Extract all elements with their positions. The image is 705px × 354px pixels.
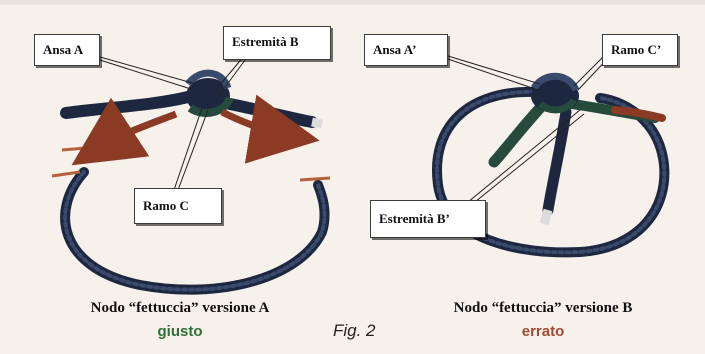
label-ramo-c-prime: Ramo C’ bbox=[602, 34, 678, 66]
left-arrow bbox=[95, 114, 176, 150]
caption-left-title: Nodo “fettuccia” versione A bbox=[40, 300, 320, 317]
caption-left-verdict: giusto bbox=[40, 323, 320, 340]
label-ansa-a: Ansa A bbox=[34, 34, 100, 66]
label-ansa-a-prime: Ansa A’ bbox=[364, 34, 448, 66]
figure-number: Fig. 2 bbox=[333, 321, 376, 341]
label-estremita-b-prime: Estremità B’ bbox=[370, 200, 486, 238]
left-tail-rope bbox=[66, 97, 188, 113]
label-estremita-b: Estremità B bbox=[223, 26, 331, 60]
caption-right-title: Nodo “fettuccia” versione B bbox=[408, 300, 678, 317]
left-knot bbox=[52, 56, 330, 290]
caption-right-verdict: errato bbox=[408, 323, 678, 340]
label-ramo-c: Ramo C bbox=[134, 188, 222, 224]
